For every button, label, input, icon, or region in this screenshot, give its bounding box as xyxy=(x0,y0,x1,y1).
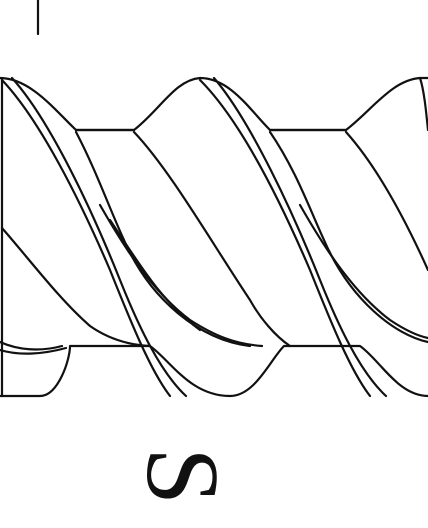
flight-lower-left xyxy=(0,226,152,348)
right-edge-top xyxy=(418,76,428,132)
screw-outline-bottom xyxy=(0,344,428,398)
flight-2-front xyxy=(198,78,372,398)
helix-diagonal-2 xyxy=(344,130,428,272)
flight-1-front xyxy=(0,78,172,398)
flight-2-root-inner xyxy=(298,203,428,340)
figure-label: S xyxy=(125,447,240,505)
screw-outline xyxy=(0,76,428,132)
flight-lower-left-edge xyxy=(0,340,64,351)
flight-1-shadow xyxy=(108,218,202,332)
flight-lower-left-edge-2 xyxy=(0,346,68,355)
flight-2-back xyxy=(212,76,388,398)
flight-1-back xyxy=(10,76,188,398)
flight-2-root xyxy=(268,130,428,344)
helix-diagonal-1 xyxy=(132,130,292,348)
flight-1-root-inner xyxy=(98,203,264,348)
